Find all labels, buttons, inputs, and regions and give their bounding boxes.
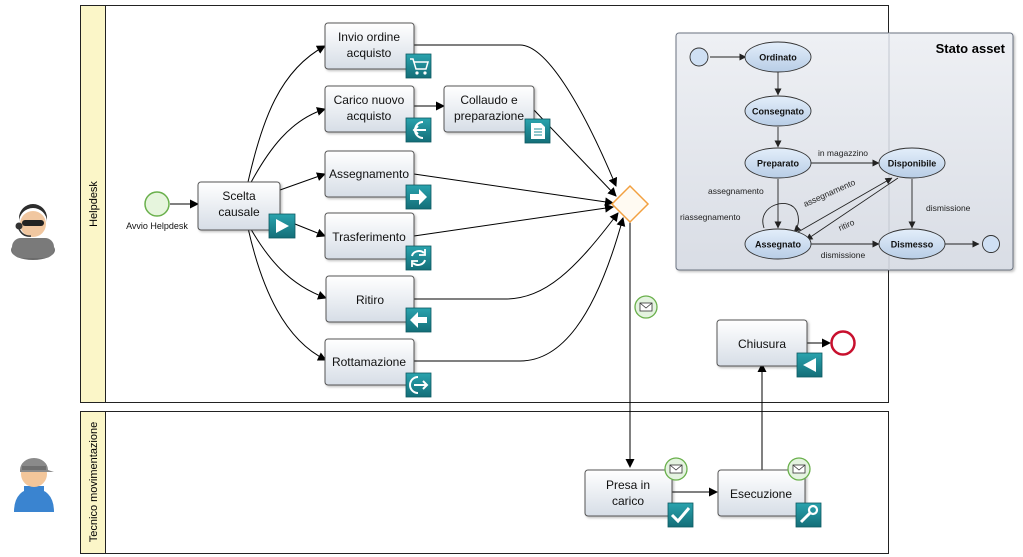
task-collaudo-label-line2: preparazione: [454, 109, 524, 123]
transition-riassegnamento: riassegnamento: [680, 212, 741, 222]
state-preparato-label: Preparato: [757, 159, 800, 169]
task-invio-label-line2: acquisto: [347, 46, 392, 60]
state-dismesso: Dismesso: [878, 228, 946, 260]
task-collaudo-preparazione[interactable]: [443, 85, 535, 133]
wrench-icon: [795, 502, 822, 528]
lane-title-helpdesk: Helpdesk: [88, 181, 100, 227]
checkmark-icon: [667, 502, 694, 528]
stato-asset-title: Stato asset: [936, 41, 1006, 56]
state-ordinato-label: Ordinato: [759, 53, 797, 63]
message-event-esecuzione: [787, 457, 811, 481]
arrow-left-icon: [405, 307, 432, 333]
state-assegnato-label: Assegnato: [755, 240, 802, 250]
state-consegnato: Consegnato: [744, 95, 812, 127]
play-icon: [268, 213, 296, 239]
transition-in-magazzino: in magazzino: [818, 148, 868, 158]
task-invio-ordine-acquisto[interactable]: [324, 22, 415, 70]
state-preparato: Preparato: [744, 147, 812, 179]
task-carico-label-line2: acquisto: [347, 109, 392, 123]
task-esecuzione[interactable]: [717, 469, 806, 517]
task-scelta-causale[interactable]: [197, 181, 281, 231]
stato-asset-panel: Stato asset Ordinato Consegnato Prep: [675, 32, 1014, 271]
task-chiusura-label: Chiusura: [738, 337, 786, 351]
task-carico-label-line1: Carico nuovo: [334, 93, 405, 107]
task-scelta-label-line2: causale: [218, 205, 260, 219]
transition-assegnamento-1: assegnamento: [708, 186, 764, 196]
start-event-label: Avvio Helpdesk: [126, 221, 188, 231]
task-rottamazione[interactable]: [324, 338, 415, 386]
state-initial: [689, 47, 709, 67]
task-presa-in-carico[interactable]: [584, 469, 673, 517]
task-trasferimento-label: Trasferimento: [332, 230, 406, 244]
back-triangle-icon: [796, 352, 823, 378]
task-rottamazione-label: Rottamazione: [332, 355, 406, 369]
message-event-flow: [634, 295, 658, 319]
task-presa-label-line2: carico: [612, 494, 644, 508]
task-esecuzione-label: Esecuzione: [730, 487, 792, 501]
task-ritiro-label: Ritiro: [356, 293, 384, 307]
task-invio-label-line1: Invio ordine: [338, 30, 400, 44]
helpdesk-operator-avatar-icon: [11, 204, 55, 260]
task-collaudo-label-line1: Collaudo e: [460, 93, 518, 107]
lane-title-tecnico: Tecnico movimentazione: [88, 422, 100, 542]
state-consegnato-label: Consegnato: [752, 107, 805, 117]
state-dismesso-label: Dismesso: [891, 240, 934, 250]
transition-dismissione-1: dismissione: [926, 203, 971, 213]
state-disponibile-label: Disponibile: [888, 159, 937, 169]
task-presa-label-line1: Presa in: [606, 478, 650, 492]
logout-arrow-icon: [405, 372, 432, 398]
transition-dismissione-2: dismissione: [821, 250, 866, 260]
end-event: [830, 330, 856, 356]
state-assegnato: Assegnato: [744, 228, 812, 260]
state-final: [982, 235, 1000, 253]
start-event-avvio-helpdesk: Avvio Helpdesk: [126, 191, 188, 231]
task-trasferimento[interactable]: [324, 212, 415, 260]
task-assegnamento-label: Assegnamento: [329, 167, 409, 181]
state-disponibile: Disponibile: [878, 147, 946, 179]
state-ordinato: Ordinato: [744, 41, 812, 73]
task-chiusura[interactable]: [716, 319, 808, 367]
login-arrow-icon: [405, 117, 432, 143]
sequence-flows: [170, 44, 831, 497]
task-scelta-label-line1: Scelta: [222, 189, 256, 203]
arrow-right-icon: [405, 184, 432, 210]
task-assegnamento[interactable]: [324, 150, 415, 198]
tecnico-avatar-icon: [14, 458, 54, 512]
refresh-arrows-icon: [405, 245, 432, 271]
shopping-cart-icon: [405, 53, 432, 79]
task-ritiro[interactable]: [325, 275, 415, 323]
task-carico-nuovo-acquisto[interactable]: [324, 85, 415, 133]
exclusive-gateway: [610, 184, 650, 224]
message-event-presa: [664, 457, 688, 481]
document-icon: [524, 118, 551, 144]
